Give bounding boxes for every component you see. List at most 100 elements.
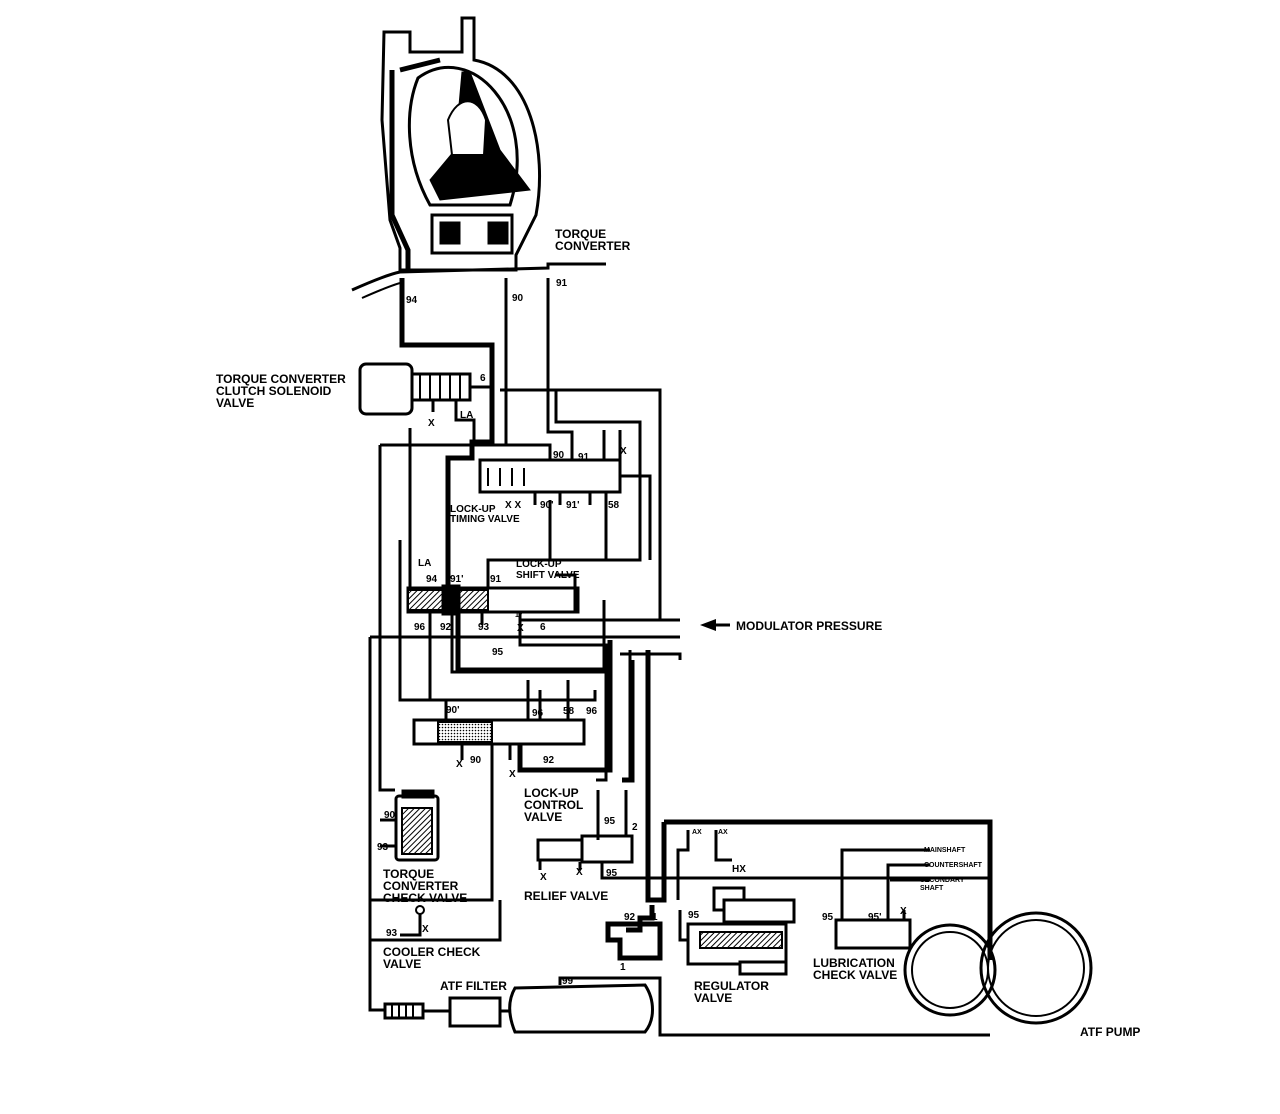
label-line: VALVE [383,957,421,971]
port-label: 93 [478,622,490,633]
port-label: 2 [632,822,638,833]
port-label: 91' [566,500,580,511]
label-mainshaft: MAINSHAFT [924,847,966,854]
port-label: X [620,446,627,457]
label-line: TORQUE [383,867,434,881]
port-label: X [900,906,907,917]
port-label: 1 [620,962,626,973]
label-line: SHIFT VALVE [516,570,580,581]
shaft-labels: MAINSHAFT COUNTERSHAFT SECONDARY SHAFT [920,847,983,892]
label-line: LOCK-UP [516,559,562,570]
label-line: REGULATOR [694,979,769,993]
port-label: X [540,872,547,883]
label-tcc-solenoid: TORQUE CONVERTER CLUTCH SOLENOID VALVE [216,372,346,410]
port-label: 95 [492,647,504,658]
port-label: 95 [688,910,700,921]
port-label: AX [718,829,728,836]
port-label: 95' [868,912,882,923]
lockup-timing-valve [478,430,652,560]
port-label: 95 [606,868,618,879]
label-countershaft: COUNTERSHAFT [924,862,983,869]
label-shaft: SHAFT [920,885,944,892]
port-label: 90' [540,500,554,511]
port-label: 90 [384,810,396,821]
port-label: 91 [490,574,502,585]
port-label: 95 [604,816,616,827]
label-atf-filter: ATF FILTER [440,979,507,993]
port-label: 58 [608,500,620,511]
port-label: 90 [512,293,524,304]
port-label: 58 [563,706,575,717]
label-line: CHECK VALVE [813,968,897,982]
port-label: 96 [532,708,544,719]
label-line: CONVERTER [555,239,631,253]
port-label: 92 [624,912,636,923]
label-lubrication: LUBRICATION CHECK VALVE [813,956,897,982]
port-label: 96 [586,706,598,717]
port-label: 90 [470,755,482,766]
port-label: 92 [543,755,555,766]
port-label: 91 [578,452,590,463]
port-label: X [422,924,429,935]
regulator-block [605,650,993,976]
label-line: COOLER CHECK [383,945,481,959]
port-label: X [576,867,583,878]
label-line: TORQUE [555,227,606,241]
atf-pump [903,911,1093,1025]
port-labels: 94 90 91 6 LA X 90 91 X X X 90' 91' 58 L… [377,278,907,987]
port-label: X [428,418,435,429]
label-lockup-timing: LOCK-UP TIMING VALVE [450,504,520,525]
label-line: CONVERTER [383,879,459,893]
label-lockup-control: LOCK-UP CONTROL VALVE [524,786,583,824]
label-line: VALVE [216,396,254,410]
port-label: 6 [480,373,486,384]
label-line: LOCK-UP [524,786,579,800]
label-atf-pump: ATF PUMP [1080,1025,1140,1039]
label-line: TIMING VALVE [450,514,520,525]
lower-control-valve [370,540,613,902]
label-tc-check: TORQUE CONVERTER CHECK VALVE [383,867,467,905]
port-label: 6 [540,622,546,633]
label-line: LUBRICATION [813,956,895,970]
port-label: HX [732,864,746,875]
label-lockup-shift: LOCK-UP SHIFT VALVE [516,559,580,581]
port-label: X [509,769,516,780]
port-label: LA [418,558,431,569]
label-regulator: REGULATOR VALVE [694,979,769,1005]
port-label: 90' [446,705,460,716]
lubrication-check-valve [834,848,930,950]
port-label: LA [460,410,473,421]
tc-check-valve [380,789,440,937]
port-label: AX [692,829,702,836]
port-label: X [456,759,463,770]
label-line: CONTROL [524,798,583,812]
port-label: 92 [440,622,452,633]
torque-converter [351,16,606,299]
label-relief-valve: RELIEF VALVE [524,889,608,903]
port-label: 96 [414,622,426,633]
line-90 [504,278,552,460]
line-91 [546,278,574,460]
label-torque-converter: TORQUE CONVERTER [555,227,631,253]
line-modulator-loop [378,388,662,792]
port-label: 93 [377,842,389,853]
line-94 [399,278,495,608]
modulator-pipe [368,618,730,1012]
label-line: TORQUE CONVERTER [216,372,346,386]
port-label: 91' [450,574,464,585]
lockup-shift-valve [406,573,608,782]
port-label: 17 [515,612,523,619]
port-label: 91 [556,278,568,289]
port-label: 93 [386,928,398,939]
label-line: VALVE [524,810,562,824]
port-label: 94 [406,295,418,306]
port-label: 95 [822,912,834,923]
port-label: 1 [652,912,658,923]
atf-strainer [383,976,990,1037]
port-label: X [517,623,524,634]
label-modulator-pressure: MODULATOR PRESSURE [736,619,882,633]
label-secondary: SECONDARY [920,877,965,884]
label-line: CHECK VALVE [383,891,467,905]
port-label: 90 [553,450,565,461]
